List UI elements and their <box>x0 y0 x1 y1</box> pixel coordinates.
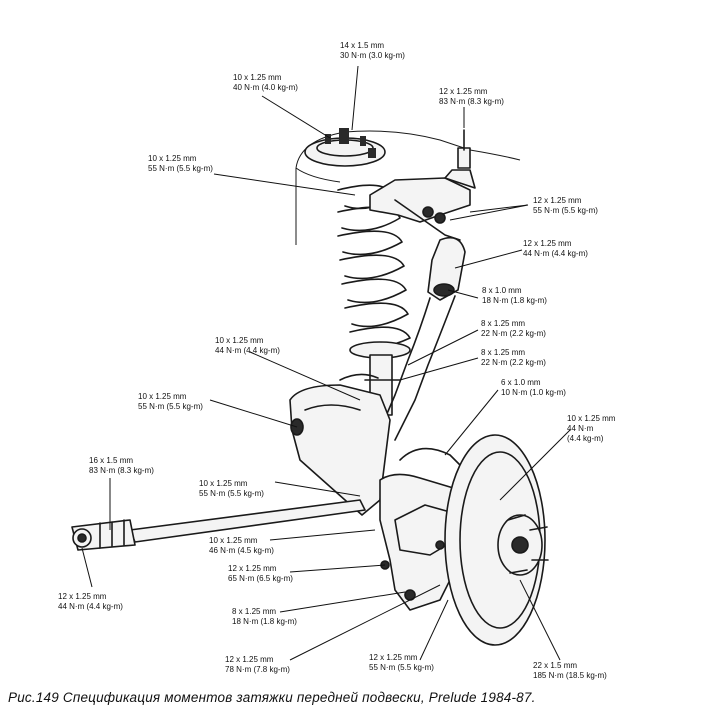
label-size: 8 x 1.25 mm <box>481 319 526 328</box>
label-lower-arm-pivot: 10 x 1.25 mm 55 N·m (5.5 kg-m) <box>138 392 203 412</box>
label-torque: 185 N·m (18.5 kg-m) <box>533 671 607 680</box>
label-size: 8 x 1.25 mm <box>232 607 277 616</box>
label-size: 10 x 1.25 mm <box>567 414 616 423</box>
label-torque: 22 N·m (2.2 kg-m) <box>481 329 546 338</box>
label-size: 12 x 1.25 mm <box>58 592 107 601</box>
label-size: 12 x 1.25 mm <box>523 239 572 248</box>
label-torque: 83 N·m (8.3 kg-m) <box>89 466 154 475</box>
label-torque: 44 N·m <box>567 424 594 433</box>
label-torque: 55 N·m (5.5 kg-m) <box>533 206 598 215</box>
label-strut-fork-bolt: 10 x 1.25 mm 44 N·m (4.4 kg-m) <box>215 336 280 356</box>
label-size: 10 x 1.25 mm <box>233 73 282 82</box>
label-top-strut-nut: 14 x 1.5 mm 30 N·m (3.0 kg-m) <box>340 41 405 61</box>
label-torque: 44 N·m (4.4 kg-m) <box>58 602 123 611</box>
label-torque: 55 N·m (5.5 kg-m) <box>199 489 264 498</box>
label-torque: 65 N·m (6.5 kg-m) <box>228 574 293 583</box>
label-caliper-bracket: 12 x 1.25 mm 78 N·m (7.8 kg-m) <box>225 655 290 675</box>
label-size: 16 x 1.5 mm <box>89 456 134 465</box>
label-torque: 78 N·m (7.8 kg-m) <box>225 665 290 674</box>
label-size: 10 x 1.25 mm <box>148 154 197 163</box>
label-size: 10 x 1.25 mm <box>209 536 258 545</box>
radius-rod <box>71 499 366 551</box>
label-upper-arm-ball-joint: 12 x 1.25 mm 83 N·m (8.3 kg-m) <box>439 87 504 107</box>
label-torque: 18 N·m (1.8 kg-m) <box>232 617 297 626</box>
label-knuckle-lower: 12 x 1.25 mm 55 N·m (5.5 kg-m) <box>369 653 434 673</box>
leader-lines <box>81 65 571 661</box>
label-size: 10 x 1.25 mm <box>199 479 248 488</box>
label-torque: 30 N·m (3.0 kg-m) <box>340 51 405 60</box>
label-upper-arm-pivot: 12 x 1.25 mm 55 N·m (5.5 kg-m) <box>533 196 598 216</box>
label-torque: 18 N·m (1.8 kg-m) <box>482 296 547 305</box>
label-torque: 55 N·m (5.5 kg-m) <box>148 164 213 173</box>
label-clamp-bolt-b: 8 x 1.25 mm 22 N·m (2.2 kg-m) <box>481 348 546 368</box>
label-size: 22 x 1.5 mm <box>533 661 578 670</box>
label-torque: 55 N·m (5.5 kg-m) <box>369 663 434 672</box>
label-size: 12 x 1.25 mm <box>533 196 582 205</box>
figure-caption: Рис.149 Спецификация моментов затяжки пе… <box>8 690 536 705</box>
coil-spring <box>337 184 411 359</box>
label-upper-arm-nut: 12 x 1.25 mm 44 N·m (4.4 kg-m) <box>523 239 588 259</box>
label-torque: 22 N·m (2.2 kg-m) <box>481 358 546 367</box>
label-lower-arm-ball-joint: 10 x 1.25 mm 55 N·m (5.5 kg-m) <box>199 479 264 499</box>
label-strut-mount-nuts: 10 x 1.25 mm 40 N·m (4.0 kg-m) <box>233 73 298 93</box>
lower-arm <box>289 373 391 516</box>
top-mount <box>304 128 386 167</box>
label-size: 10 x 1.25 mm <box>215 336 264 345</box>
brake-disc <box>444 434 549 646</box>
label-size: 12 x 1.25 mm <box>439 87 488 96</box>
label-size: 8 x 1.25 mm <box>481 348 526 357</box>
label-torque: 83 N·m (8.3 kg-m) <box>439 97 504 106</box>
label-torque: 10 N·m (1.0 kg-m) <box>501 388 566 397</box>
label-stabilizer-link-upper: 8 x 1.0 mm 18 N·m (1.8 kg-m) <box>482 286 547 306</box>
label-radius-rod-end: 16 x 1.5 mm 83 N·m (8.3 kg-m) <box>89 456 154 476</box>
label-torque: 44 N·m (4.4 kg-m) <box>523 249 588 258</box>
label-size: 6 x 1.0 mm <box>501 378 541 387</box>
label-torque: 46 N·m (4.5 kg-m) <box>209 546 274 555</box>
label-radius-rod-nut: 12 x 1.25 mm 44 N·m (4.4 kg-m) <box>58 592 123 612</box>
label-size: 10 x 1.25 mm <box>138 392 187 401</box>
label-hub-nut: 22 x 1.5 mm 185 N·m (18.5 kg-m) <box>533 661 607 681</box>
label-clamp-bolt-a: 8 x 1.25 mm 22 N·m (2.2 kg-m) <box>481 319 546 339</box>
label-torque: 40 N·m (4.0 kg-m) <box>233 83 298 92</box>
label-disc-screw: 10 x 1.25 mm 44 N·m (4.4 kg-m) <box>567 414 615 444</box>
label-size: 12 x 1.25 mm <box>228 564 277 573</box>
label-lower-arm-bolt: 10 x 1.25 mm 46 N·m (4.5 kg-m) <box>209 536 274 556</box>
label-torque: 55 N·m (5.5 kg-m) <box>138 402 203 411</box>
label-size: 8 x 1.0 mm <box>482 286 522 295</box>
label-brake-hose-bolt: 6 x 1.0 mm 10 N·m (1.0 kg-m) <box>501 378 566 398</box>
label-knuckle-bolt: 12 x 1.25 mm 65 N·m (6.5 kg-m) <box>228 564 293 584</box>
knuckle-upper <box>379 236 466 441</box>
label-torque: 44 N·m (4.4 kg-m) <box>215 346 280 355</box>
label-caliper-pin: 8 x 1.25 mm 18 N·m (1.8 kg-m) <box>232 607 297 627</box>
label-spring-seat-bolt: 10 x 1.25 mm 55 N·m (5.5 kg-m) <box>148 154 213 174</box>
label-size: 14 x 1.5 mm <box>340 41 385 50</box>
label-size: 12 x 1.25 mm <box>225 655 274 664</box>
label-torque-kgm: (4.4 kg-m) <box>567 434 604 443</box>
label-size: 12 x 1.25 mm <box>369 653 418 662</box>
